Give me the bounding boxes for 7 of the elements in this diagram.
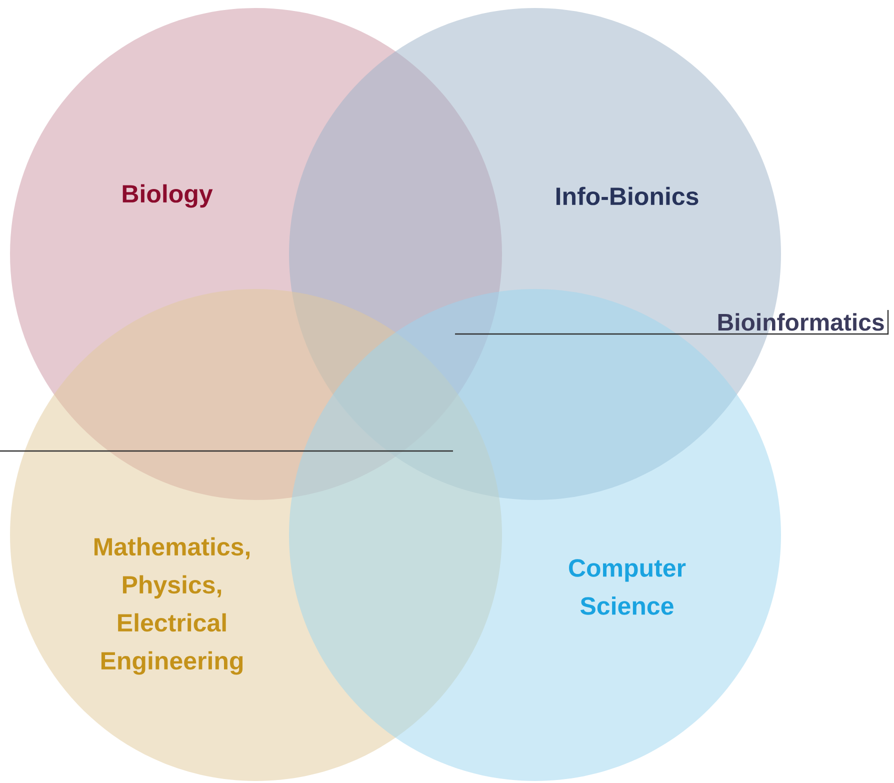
circle-label: Info-Bionics xyxy=(556,186,698,206)
circle-label: Biology xyxy=(122,184,213,208)
leader-line xyxy=(0,450,453,452)
circle-label: Mathematics, Physics, Electrical Engineering xyxy=(94,537,250,675)
leader-line xyxy=(455,310,889,335)
callout-label: Bioinformatics xyxy=(718,313,884,331)
circle-label: Computer Science xyxy=(569,559,686,615)
